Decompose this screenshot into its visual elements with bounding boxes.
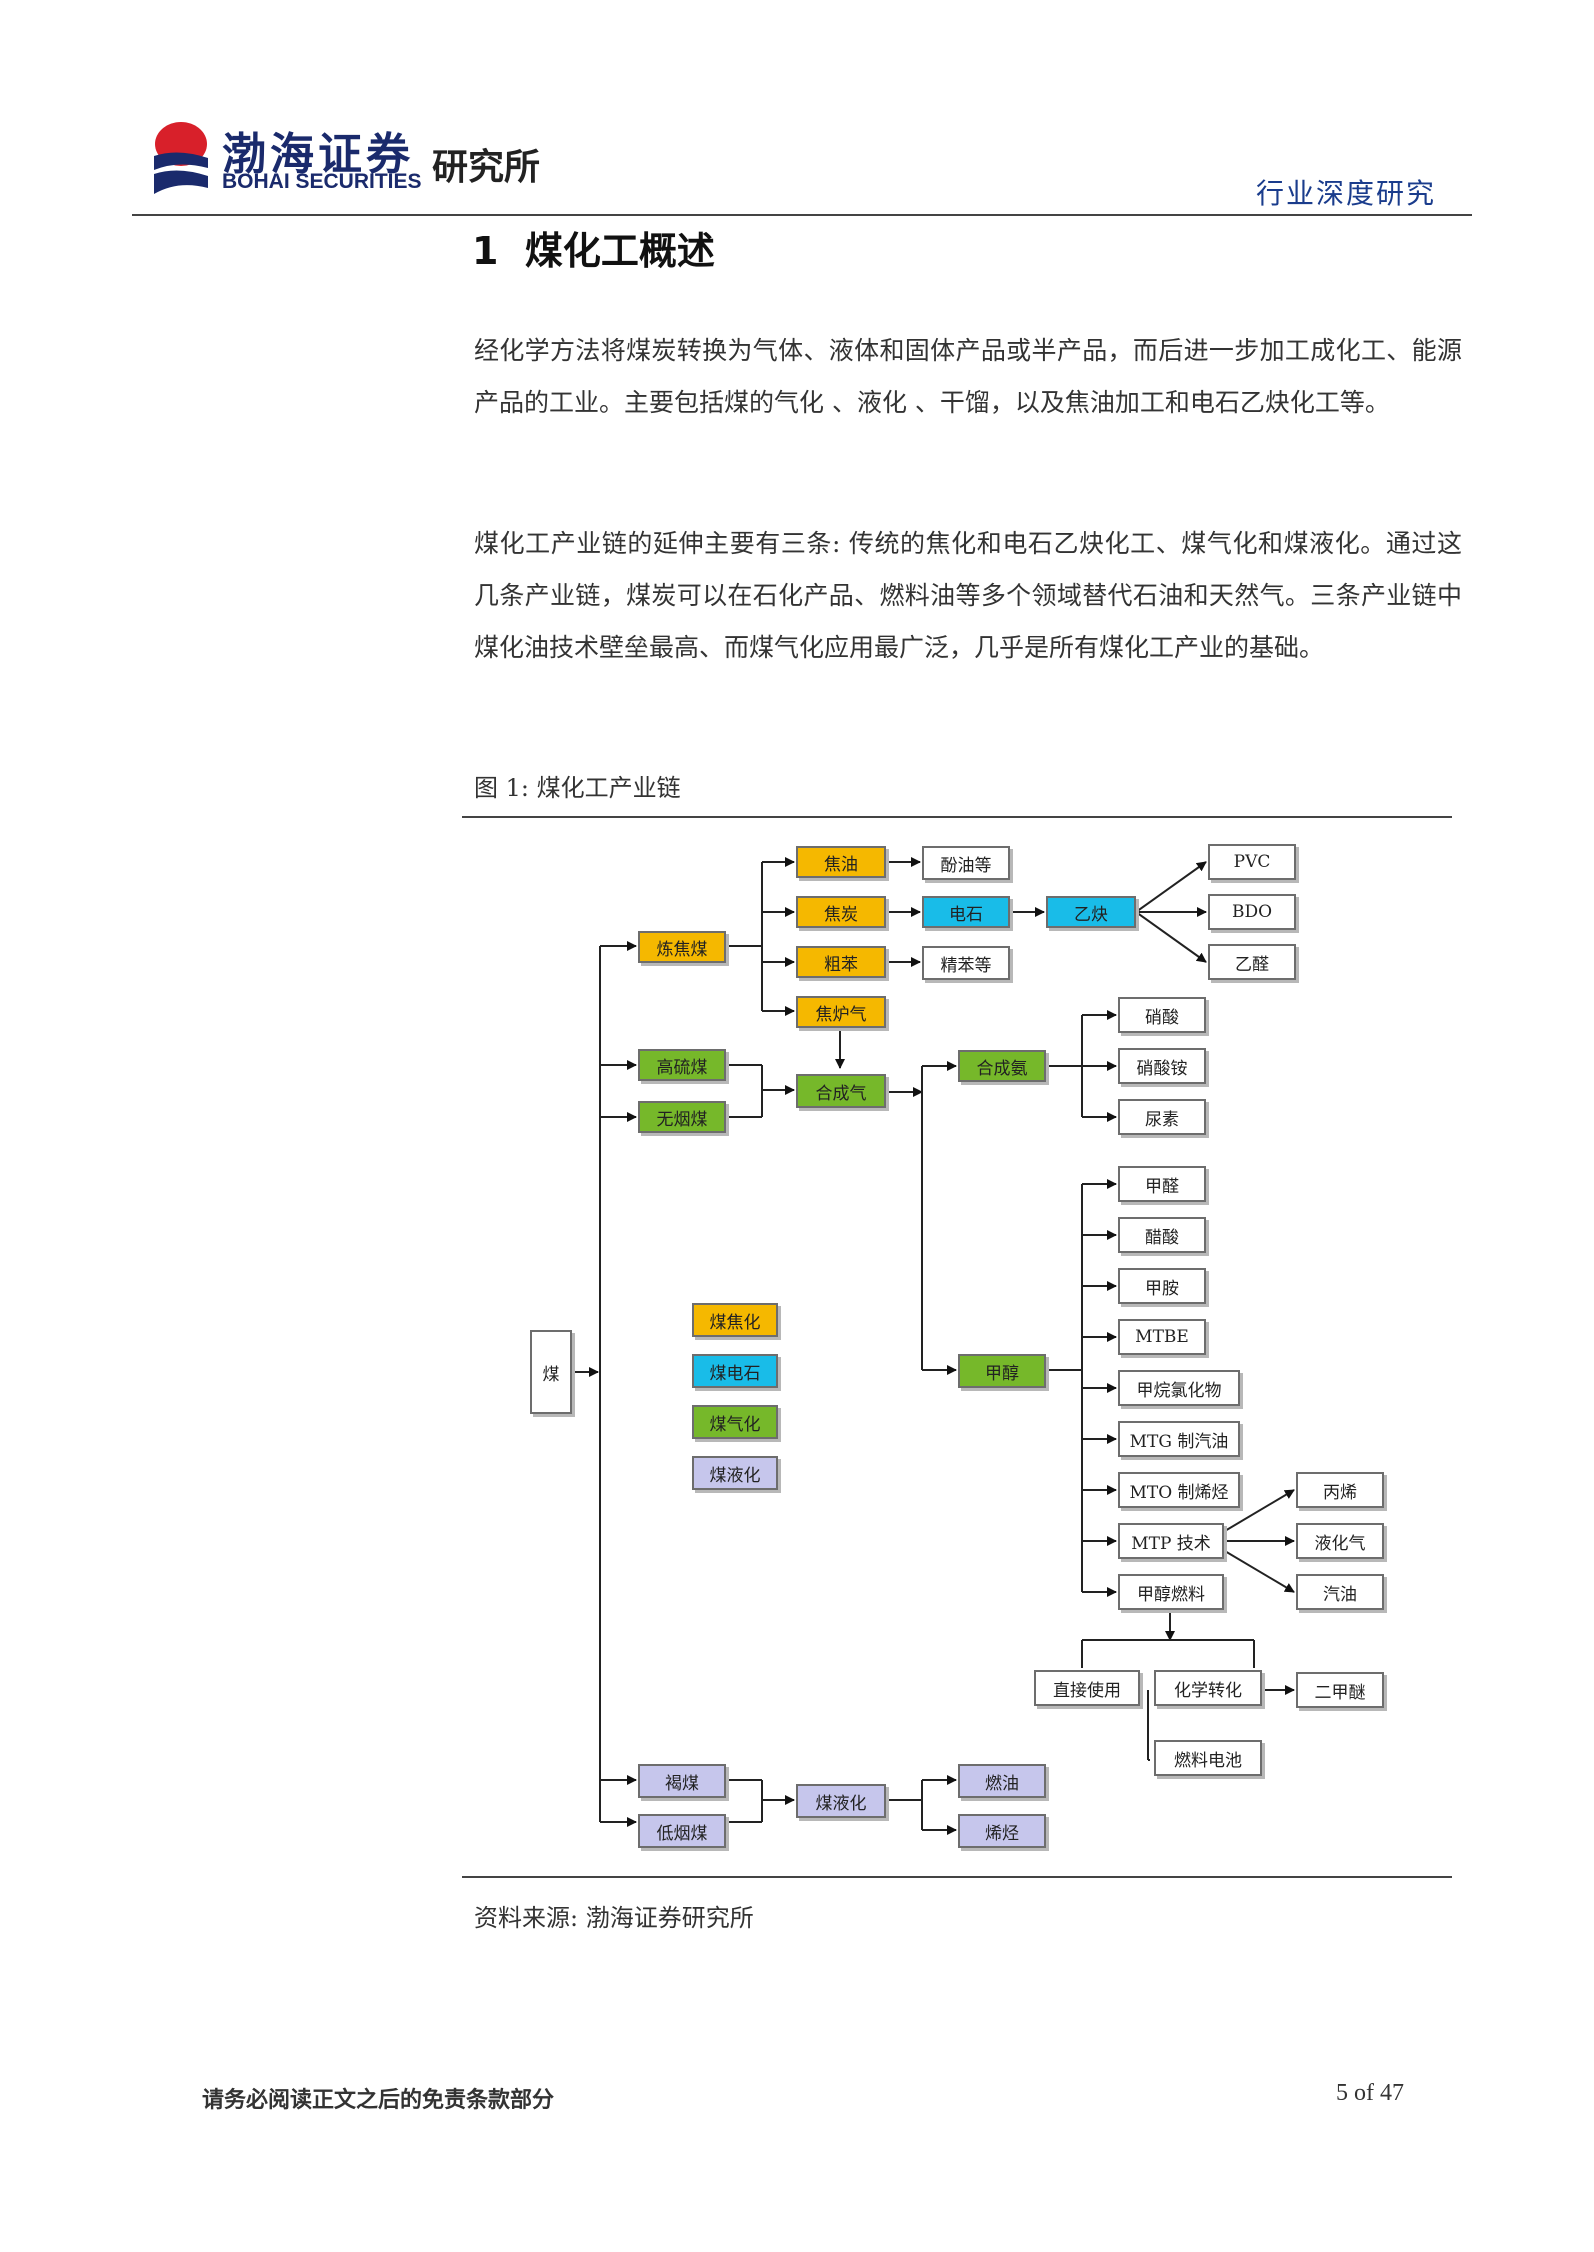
node-olefins: 烯烃 (958, 1814, 1046, 1848)
node-nitric-acid: 硝酸 (1118, 997, 1206, 1033)
node-calcium-carbide: 电石 (922, 896, 1010, 928)
node-fuel-cell: 燃料电池 (1154, 1740, 1262, 1776)
node-mto: MTO 制烯烃 (1118, 1472, 1240, 1508)
node-methylamine: 甲胺 (1118, 1268, 1206, 1304)
report-type: 行业深度研究 (1256, 177, 1437, 210)
node-methanol: 甲醇 (958, 1354, 1046, 1388)
node-pvc: PVC (1208, 844, 1296, 880)
company-logo (148, 118, 214, 200)
section-title: 煤化工概述 (524, 229, 715, 273)
node-direct-use: 直接使用 (1034, 1670, 1140, 1706)
node-phenol-oil: 酚油等 (922, 846, 1010, 880)
section-number: 1 (472, 229, 499, 273)
header-rule (132, 214, 1472, 216)
node-acetic-acid: 醋酸 (1118, 1217, 1206, 1253)
node-propylene: 丙烯 (1296, 1472, 1384, 1508)
footer-disclaimer: 请务必阅读正文之后的免责条款部分 (202, 2088, 555, 2113)
logo-institute: 研究所 (432, 147, 541, 188)
node-coking-coal: 炼焦煤 (638, 931, 726, 963)
figure-source: 资料来源: 渤海证券研究所 (474, 1904, 754, 1932)
paragraph-2: 煤化工产业链的延伸主要有三条: 传统的焦化和电石乙炔化工、煤气化和煤液化。通过这… (474, 518, 1462, 674)
logo-mark-icon (154, 122, 208, 194)
paragraph-text: 经化学方法将煤炭转换为气体、液体和固体产品或半产品，而后进一步加工成化工、能源产… (474, 336, 1462, 417)
node-mtg: MTG 制汽油 (1118, 1421, 1240, 1457)
node-fine-benzene: 精苯等 (922, 946, 1010, 980)
legend-carbide: 煤电石 (692, 1354, 778, 1388)
node-urea: 尿素 (1118, 1099, 1206, 1135)
legend-liquefaction: 煤液化 (692, 1456, 778, 1490)
node-chemical-conversion: 化学转化 (1154, 1670, 1262, 1706)
page-number: 5 of 47 (1336, 2080, 1404, 2106)
paragraph-1: 经化学方法将煤炭转换为气体、液体和固体产品或半产品，而后进一步加工成化工、能源产… (474, 325, 1462, 429)
figure-caption: 图 1: 煤化工产业链 (474, 774, 681, 802)
figure-bottom-rule (462, 1876, 1452, 1878)
node-fuel-oil: 燃油 (958, 1764, 1046, 1798)
node-syngas: 合成气 (796, 1074, 886, 1108)
legend-gasification: 煤气化 (692, 1405, 778, 1439)
section-heading: 1 煤化工概述 (472, 220, 715, 275)
node-coal-liquefaction: 煤液化 (796, 1784, 886, 1818)
node-anthracite: 无烟煤 (638, 1101, 726, 1133)
node-acetylene: 乙炔 (1046, 896, 1136, 928)
logo-chinese-name: 渤海证券 (222, 129, 414, 180)
node-low-rank-coal: 低烟煤 (638, 1814, 726, 1848)
legend-coking: 煤焦化 (692, 1303, 778, 1337)
node-coal-tar: 焦油 (796, 846, 886, 878)
node-methanol-fuel: 甲醇燃料 (1118, 1574, 1224, 1610)
logo-english-name: BOHAI SECURITIES (222, 170, 422, 193)
node-dme: 二甲醚 (1296, 1672, 1384, 1708)
node-gasoline: 汽油 (1296, 1574, 1384, 1610)
node-formaldehyde: 甲醛 (1118, 1166, 1206, 1202)
node-bdo: BDO (1208, 894, 1296, 930)
node-lignite: 褐煤 (638, 1764, 726, 1798)
paragraph-text: 煤化工产业链的延伸主要有三条: 传统的焦化和电石乙炔化工、煤气化和煤液化。通过这… (474, 529, 1462, 662)
node-mtp: MTP 技术 (1118, 1523, 1224, 1559)
node-methyl-chlorides: 甲烷氯化物 (1118, 1370, 1240, 1406)
node-synthetic-ammonia: 合成氨 (958, 1050, 1046, 1082)
node-high-sulfur-coal: 高硫煤 (638, 1049, 726, 1081)
node-mtbe: MTBE (1118, 1319, 1206, 1355)
node-ammonium-nitrate: 硝酸铵 (1118, 1048, 1206, 1084)
node-coke: 焦炭 (796, 896, 886, 928)
figure-top-rule (462, 816, 1452, 818)
node-acetaldehyde: 乙醛 (1208, 944, 1296, 980)
node-coke-oven-gas: 焦炉气 (796, 996, 886, 1028)
node-crude-benzene: 粗苯 (796, 946, 886, 978)
node-coal: 煤 (530, 1330, 572, 1414)
node-lpg: 液化气 (1296, 1523, 1384, 1559)
